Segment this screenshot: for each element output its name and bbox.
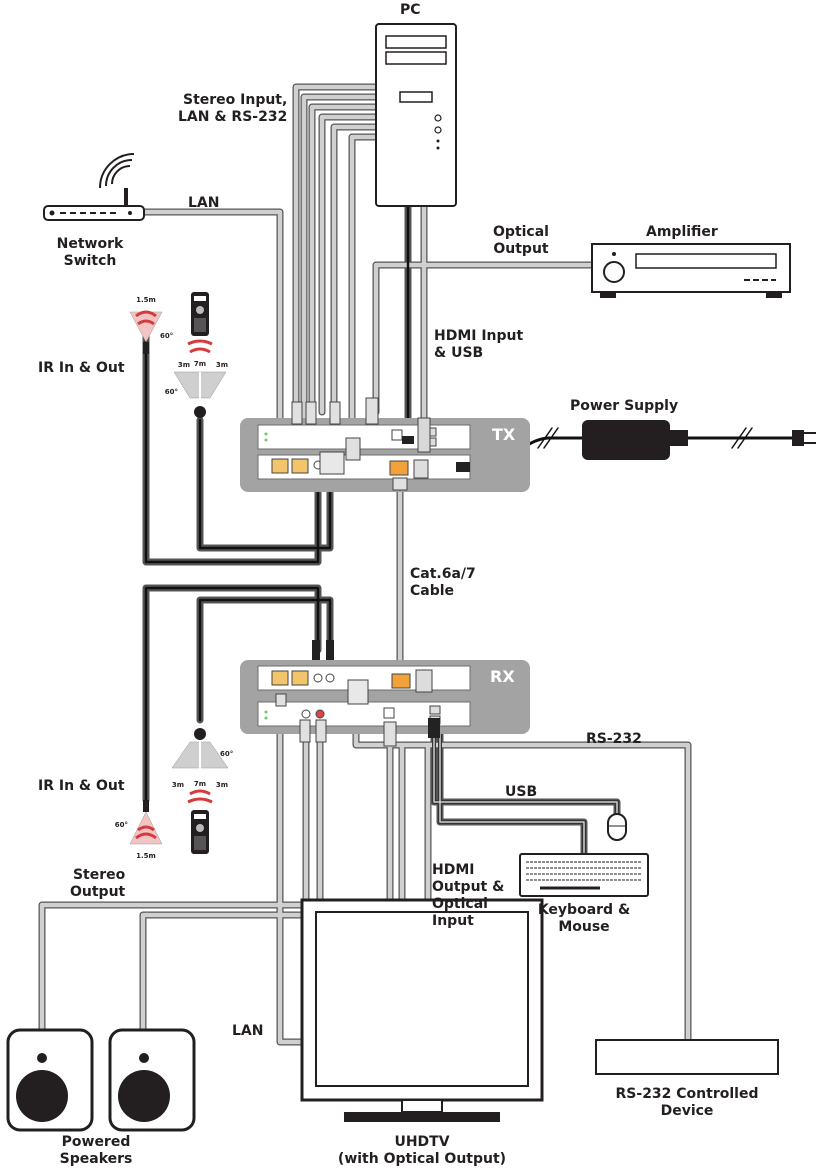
label-keyboard-mouse-line2: Mouse — [558, 919, 610, 935]
cable-lan-top — [139, 208, 284, 444]
label-ir-bottom: IR In & Out — [38, 778, 125, 794]
label-stereo-output-line1: Stereo — [72, 867, 126, 883]
label-keyboard-mouse-line1: Keyboard & — [537, 902, 631, 918]
keyboard-mouse — [519, 813, 649, 897]
label-ir-top: IR In & Out — [38, 360, 125, 376]
tx-unit — [240, 397, 530, 492]
label-speakers-line2: Speakers — [59, 1151, 133, 1167]
label-optical-output-line1: Optical — [493, 224, 549, 240]
ir-top-emitter-left: 3m — [178, 361, 190, 369]
ir-emitter-bottom: 60° — [171, 728, 233, 770]
label-rs232: RS-232 — [586, 731, 642, 747]
label-hdmi-output: HDMI Output & Optical Input — [432, 862, 504, 930]
rs232-device — [595, 1039, 779, 1075]
label-uhdtv: UHDTV (with Optical Output) — [322, 1134, 522, 1168]
label-hdmi-output-line2: Output & — [432, 879, 505, 895]
network-switch — [43, 153, 145, 221]
label-optical-output: Optical Output — [480, 224, 562, 258]
label-speakers-line1: Powered — [61, 1134, 131, 1150]
label-usb: USB — [505, 784, 538, 800]
label-hdmi-input-line2: & USB — [434, 345, 484, 361]
remote-control-bottom: 3m 7m 3m — [172, 780, 228, 854]
label-hdmi-output-line4: Input — [432, 913, 474, 929]
label-stereo-input: Stereo Input, LAN & RS-232 — [178, 92, 287, 126]
label-cat6-line2: Cable — [410, 583, 455, 599]
label-rx: RX — [490, 667, 515, 686]
label-keyboard-mouse: Keyboard & Mouse — [528, 902, 640, 936]
label-lan-bottom: LAN — [232, 1023, 264, 1039]
label-network-switch: Network Switch — [52, 236, 128, 270]
ir-bottom-sensor-angle: 60° — [115, 821, 128, 829]
label-rs232-device: RS-232 Controlled Device — [596, 1086, 778, 1120]
label-speakers: Powered Speakers — [40, 1134, 152, 1168]
label-network-switch-line2: Switch — [63, 253, 117, 269]
label-stereo-output: Stereo Output — [70, 867, 125, 901]
ir-bottom-emitter-angle: 60° — [220, 750, 233, 758]
label-lan-top: LAN — [188, 195, 220, 211]
ir-top-emitter-angle: 60° — [165, 388, 178, 396]
cables — [38, 83, 802, 1046]
label-hdmi-output-line1: HDMI — [432, 862, 475, 878]
label-optical-output-line2: Output — [493, 241, 549, 257]
amplifier — [591, 243, 791, 298]
label-network-switch-line1: Network — [56, 236, 124, 252]
label-rs232-device-line2: Device — [660, 1103, 714, 1119]
label-uhdtv-line2: (with Optical Output) — [337, 1151, 507, 1167]
ir-emitter-top: 60° — [165, 371, 227, 418]
remote-control-top: 3m 7m 3m — [178, 292, 228, 369]
speaker-left — [6, 1028, 94, 1132]
ir-bottom-emitter-right: 3m — [216, 781, 228, 789]
label-cat6-line1: Cat.6a/7 — [410, 566, 476, 582]
label-stereo-output-line2: Output — [70, 884, 126, 900]
label-stereo-input-line2: LAN & RS-232 — [178, 109, 288, 125]
ir-bottom-sensor-distance: 1.5m — [136, 852, 156, 860]
ir-bottom-emitter-left: 3m — [172, 781, 184, 789]
ir-sensor-bottom: 60° 1.5m — [115, 800, 163, 860]
ir-top-emitter-right: 3m — [216, 361, 228, 369]
label-tx: TX — [492, 425, 516, 444]
speaker-right — [108, 1028, 196, 1132]
ir-top-sensor-distance: 1.5m — [136, 296, 156, 304]
ir-top-emitter-center: 7m — [194, 360, 206, 368]
label-uhdtv-line1: UHDTV — [394, 1134, 450, 1150]
power-supply — [582, 420, 816, 460]
label-cat6: Cat.6a/7 Cable — [410, 566, 476, 600]
pc-tower — [375, 23, 457, 207]
rx-unit — [240, 640, 530, 747]
label-rs232-device-line1: RS-232 Controlled — [615, 1086, 759, 1102]
label-hdmi-input-line1: HDMI Input — [434, 328, 524, 344]
label-hdmi-input: HDMI Input & USB — [434, 328, 523, 362]
uhdtv — [300, 898, 544, 1122]
label-pc: PC — [400, 2, 421, 18]
label-amplifier: Amplifier — [646, 224, 718, 240]
label-hdmi-output-line3: Optical — [432, 896, 488, 912]
ir-top-sensor-angle: 60° — [160, 332, 173, 340]
ir-sensor-top: 1.5m 60° — [129, 296, 173, 354]
label-power-supply: Power Supply — [570, 398, 679, 414]
ir-bottom-emitter-center: 7m — [194, 780, 206, 788]
label-stereo-input-line1: Stereo Input, — [182, 92, 288, 108]
